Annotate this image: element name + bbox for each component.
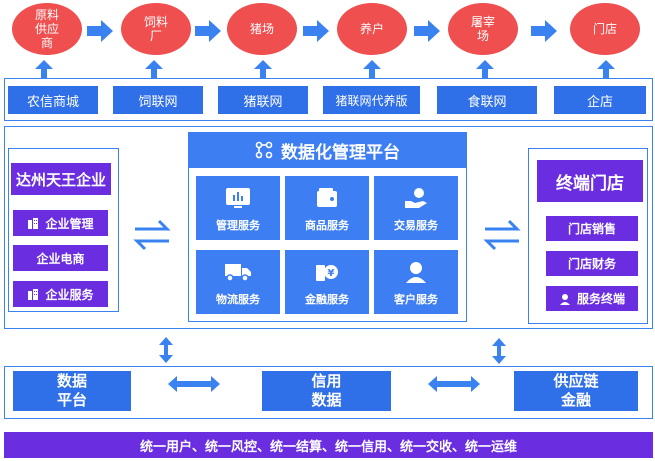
tile-customer-service[interactable]: 客户服务: [374, 250, 458, 314]
user-icon: [406, 262, 426, 283]
arrow-up-icon: [476, 60, 494, 78]
center-platform-title: 数据化管理平台: [188, 132, 467, 168]
company-item-management[interactable]: 企业管理: [13, 210, 108, 236]
node-raw-material-supplier: 原料供应商: [12, 3, 82, 55]
supply-chain-finance-block[interactable]: 供应链 金融: [514, 371, 638, 411]
building-icon: [28, 218, 39, 229]
platform-zhulian-net[interactable]: 猪联网: [218, 86, 308, 114]
exchange-arrows-icon: [133, 219, 171, 251]
tile-product-service[interactable]: 商品服务: [285, 176, 369, 240]
credit-data-block[interactable]: 信用 数据: [262, 371, 391, 411]
svg-text:¥: ¥: [328, 268, 335, 279]
horizontal-double-arrow-icon: [428, 376, 480, 392]
arrow-up-icon: [254, 60, 272, 78]
store-item-sales[interactable]: 门店销售: [546, 216, 638, 241]
building-icon: [28, 289, 39, 300]
hand-coin-icon: [405, 188, 427, 208]
flow-arrow-right-icon: [303, 20, 329, 42]
tile-finance-service[interactable]: ¥ 金融服务: [285, 250, 369, 314]
node-store: 门店: [570, 3, 640, 55]
company-title: 达州天王企业: [11, 163, 111, 195]
arrow-up-icon: [363, 60, 381, 78]
truck-icon: [225, 264, 251, 282]
chart-icon: [226, 188, 250, 208]
user-icon: [559, 293, 570, 305]
exchange-arrows-icon: [483, 219, 521, 251]
flow-arrow-right-icon: [87, 20, 113, 42]
tile-management-service[interactable]: 管理服务: [196, 176, 280, 240]
flow-arrow-right-icon: [195, 20, 221, 42]
vertical-double-arrow-icon: [159, 337, 173, 363]
coins-icon: ¥: [316, 265, 338, 281]
flow-arrow-right-icon: [414, 20, 440, 42]
horizontal-double-arrow-icon: [168, 376, 220, 392]
arrow-up-icon: [145, 60, 163, 78]
data-platform-block[interactable]: 数据 平台: [13, 371, 131, 411]
platform-zhulian-daiyang[interactable]: 猪联网代养版: [323, 86, 420, 114]
node-pig-farm: 猪场: [227, 3, 297, 55]
store-item-finance[interactable]: 门店财务: [546, 251, 638, 276]
company-item-ecommerce[interactable]: 企业电商: [13, 245, 108, 271]
node-feed-mill: 饲料厂: [121, 3, 191, 55]
store-title: 终端门店: [537, 160, 643, 202]
store-item-terminal[interactable]: 服务终端: [546, 286, 638, 311]
network-icon: [255, 141, 273, 159]
company-item-service[interactable]: 企业服务: [13, 281, 108, 307]
platform-shilian-net[interactable]: 食联网: [437, 86, 537, 114]
vertical-double-arrow-icon: [492, 338, 506, 364]
platform-qidian[interactable]: 企店: [554, 86, 646, 114]
flow-arrow-right-icon: [531, 20, 557, 42]
node-farmer: 养户: [337, 3, 407, 55]
tile-logistics-service[interactable]: 物流服务: [196, 250, 280, 314]
node-slaughterhouse: 屠宰场: [448, 3, 518, 55]
platform-nongxin-mall[interactable]: 农信商城: [8, 86, 98, 114]
footer-banner: 统一用户、统一风控、统一结算、统一信用、统一交收、统一运维: [4, 432, 653, 458]
platform-silian-net[interactable]: 饲联网: [113, 86, 203, 114]
arrow-up-icon: [35, 60, 53, 78]
arrow-up-icon: [597, 60, 615, 78]
wallet-icon: [317, 188, 337, 207]
tile-trade-service[interactable]: 交易服务: [374, 176, 458, 240]
